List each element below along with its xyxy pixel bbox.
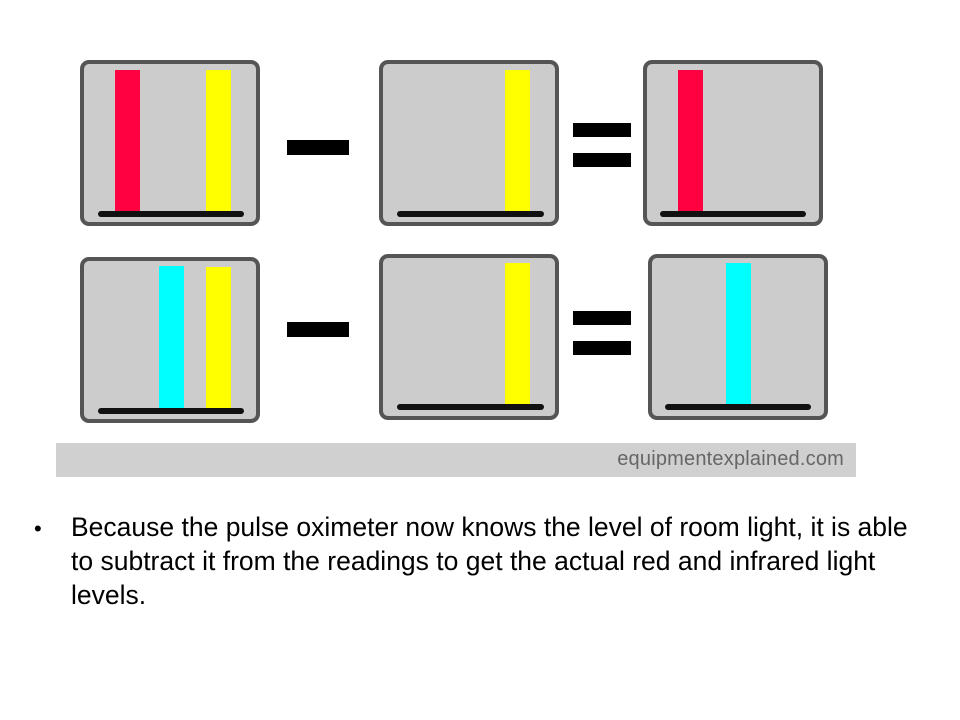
- infrared-light-bar: [159, 266, 184, 410]
- panel-r1-p1: [80, 60, 260, 226]
- red-light-bar: [115, 70, 140, 213]
- room-light-bar: [505, 263, 530, 406]
- minus-sign-icon: [287, 140, 349, 155]
- room-light-bar: [206, 267, 231, 410]
- room-light-bar: [505, 70, 530, 213]
- panel-r1-p3: [643, 60, 823, 226]
- bullet-icon: •: [34, 516, 42, 541]
- panel-r1-p2: [379, 60, 559, 226]
- equals-sign-bottom-icon: [573, 341, 631, 355]
- room-light-bar: [206, 70, 231, 213]
- equals-sign-top-icon: [573, 311, 631, 325]
- credit-bar: equipmentexplained.com: [56, 443, 856, 477]
- credit-text: equipmentexplained.com: [617, 448, 844, 470]
- equals-sign-bottom-icon: [573, 153, 631, 167]
- minus-sign-icon: [287, 322, 349, 337]
- panel-r2-p2: [379, 254, 559, 420]
- infrared-light-bar: [726, 263, 751, 406]
- bullet-text: Because the pulse oximeter now knows the…: [71, 512, 908, 610]
- red-light-bar: [678, 70, 703, 213]
- subtraction-diagram: [80, 60, 828, 423]
- equals-sign-top-icon: [573, 123, 631, 137]
